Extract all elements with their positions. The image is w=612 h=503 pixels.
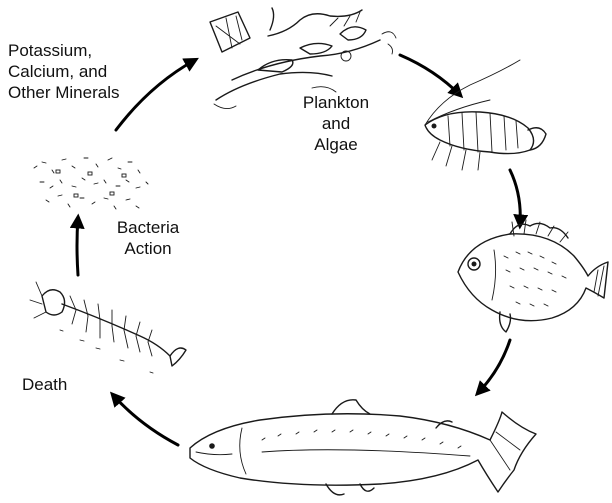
arrow-sunfish-to-salmon [478,340,510,393]
stage-label-plankton: Plankton and Algae [276,92,396,155]
salmon-icon [190,400,536,495]
stage-label-minerals: Potassium, Calcium, and Other Minerals [8,40,119,103]
stage-label-bacteria: Bacteria Action [100,217,196,259]
fish-skeleton-icon [30,282,186,373]
shrimp-icon [425,60,546,170]
arrow-shrimp-to-sunfish [510,170,520,225]
stage-label-death: Death [22,374,67,395]
arrow-salmon-to-death [113,395,178,445]
arrow-skeleton-to-bacteria [77,218,78,275]
bacteria-particles-icon [34,158,148,209]
arrow-plankton-to-shrimp [400,55,460,95]
sunfish-icon [458,220,608,332]
arrow-minerals-to-plankton [116,60,195,130]
